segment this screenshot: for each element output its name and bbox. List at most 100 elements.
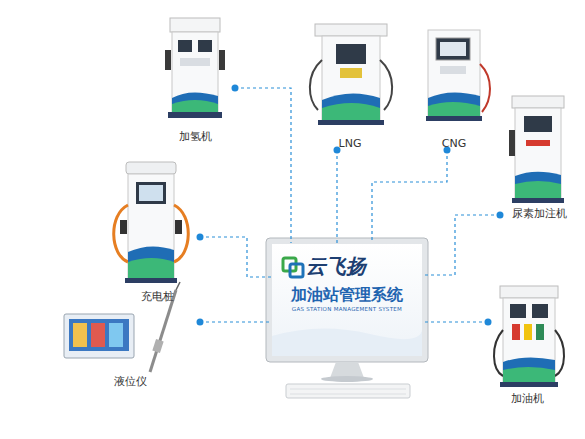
urea-dispenser-part <box>509 130 515 156</box>
lng-dispenser-part <box>340 68 362 78</box>
computer-monitor-part <box>321 376 373 382</box>
device-label: 充电桩 <box>115 290 200 303</box>
brand-logo <box>283 258 303 277</box>
fuel-dispenser-part <box>510 304 526 318</box>
fuel-dispenser-part <box>503 357 555 382</box>
dashed-connector <box>422 321 488 322</box>
hydrogen-dispenser-part <box>198 40 212 52</box>
lng-dispenser <box>310 24 392 125</box>
charger-node: 充电桩 <box>115 158 200 303</box>
level-gauge-part <box>69 319 129 351</box>
dashed-connector <box>200 237 272 277</box>
level-gauge-part <box>109 323 123 347</box>
urea-dispenser-part <box>515 108 561 198</box>
charging-pile-part <box>125 278 177 283</box>
dashed-connector <box>372 150 447 243</box>
hydrogen-dispenser-part <box>180 58 210 66</box>
urea-dispenser-part <box>512 96 564 108</box>
lng-dispenser-part <box>315 24 387 36</box>
level-gauge-part <box>73 323 87 347</box>
charging-pile-part <box>114 205 128 262</box>
fuel-dispenser-part <box>494 330 503 376</box>
hydrogen-dispenser-part <box>172 92 218 112</box>
fuel-dispenser-part <box>500 382 558 387</box>
level-gauge-part <box>64 314 134 358</box>
fuel-dispenser <box>494 286 564 387</box>
dispenser-node: 尿素加注机 <box>500 92 578 220</box>
lng-dispenser-part <box>380 60 392 110</box>
connector-dot <box>232 85 239 92</box>
brand-logo-part <box>290 264 303 277</box>
hydrogen-dispenser <box>165 18 225 118</box>
cng-dispenser-part <box>440 66 466 74</box>
dispenser-node: 加氢机 <box>155 15 235 143</box>
cng-dispenser-part <box>440 42 466 56</box>
urea-dispenser <box>509 96 564 203</box>
cng-dispenser-part <box>428 102 480 116</box>
cng-dispenser-part <box>428 30 480 116</box>
fuel-dispenser-part <box>524 324 532 340</box>
charging-pile-part <box>174 205 188 262</box>
computer-monitor-part <box>272 328 422 356</box>
cng-dispenser <box>426 30 490 121</box>
lng-dispenser-part <box>318 120 384 125</box>
lng-dispenser-part <box>322 93 380 120</box>
device-label: 加氢机 <box>155 130 235 143</box>
level-gauge-part <box>91 323 105 347</box>
urea-dispenser-part <box>524 116 552 132</box>
dashed-connector <box>336 150 337 243</box>
level-gauge-part <box>176 282 180 290</box>
fuel-dispenser-part <box>503 298 555 382</box>
computer-monitor-part <box>290 389 406 390</box>
fuel-dispenser-part <box>512 324 520 340</box>
computer-monitor-part <box>272 244 422 356</box>
device-label: LNG <box>305 137 395 150</box>
hydrogen-dispenser-part <box>172 100 218 112</box>
cng-dispenser-part <box>426 116 482 121</box>
fuel-dispenser-part <box>503 367 555 382</box>
brand-name: 云飞扬 <box>306 253 366 280</box>
connector-dot <box>197 319 204 326</box>
charging-pile-part <box>139 185 163 201</box>
charging-pile-part <box>136 182 166 204</box>
charging-pile-part <box>128 246 174 278</box>
computer-monitor-part <box>286 384 410 398</box>
urea-dispenser-part <box>526 140 550 146</box>
charging-pile <box>114 162 189 283</box>
connector-dot <box>497 212 504 219</box>
device-label: 尿素加注机 <box>500 207 578 220</box>
system-monitor: 云飞扬加油站管理系统GAS STATION MANAGEMENT SYSTEM <box>272 243 422 356</box>
urea-dispenser-part <box>515 172 561 198</box>
charging-pile-part <box>128 258 174 278</box>
hydrogen-dispenser-part <box>165 50 171 70</box>
connector-dot <box>197 234 204 241</box>
computer-monitor-part <box>330 362 364 378</box>
device-label: 液位仪 <box>60 375 200 388</box>
system-title: 加油站管理系统 <box>272 285 422 306</box>
fuel-dispenser-part <box>536 324 544 340</box>
hydrogen-dispenser-part <box>170 18 220 32</box>
cng-dispenser-part <box>480 64 490 112</box>
lng-dispenser-part <box>310 60 322 110</box>
system-subtitle: GAS STATION MANAGEMENT SYSTEM <box>272 306 422 312</box>
urea-dispenser-part <box>515 181 561 198</box>
dashed-connector <box>235 88 291 243</box>
lng-dispenser-part <box>336 44 366 64</box>
device-label: 加油机 <box>488 392 566 405</box>
lng-dispenser-part <box>322 36 380 120</box>
fuel-dispenser-part <box>555 330 564 376</box>
computer-monitor-part <box>290 394 406 395</box>
dispenser-node: LNG <box>305 20 395 150</box>
connector-dot <box>485 319 492 326</box>
computer-monitor-part <box>266 238 428 362</box>
hydrogen-dispenser-part <box>219 50 225 70</box>
charging-pile-part <box>128 174 174 278</box>
hydrogen-dispenser-part <box>168 112 222 118</box>
hydrogen-dispenser-part <box>178 40 192 52</box>
dispenser-node: CNG <box>418 25 490 150</box>
dispenser-node: 加油机 <box>488 280 566 405</box>
urea-dispenser-part <box>512 198 564 203</box>
